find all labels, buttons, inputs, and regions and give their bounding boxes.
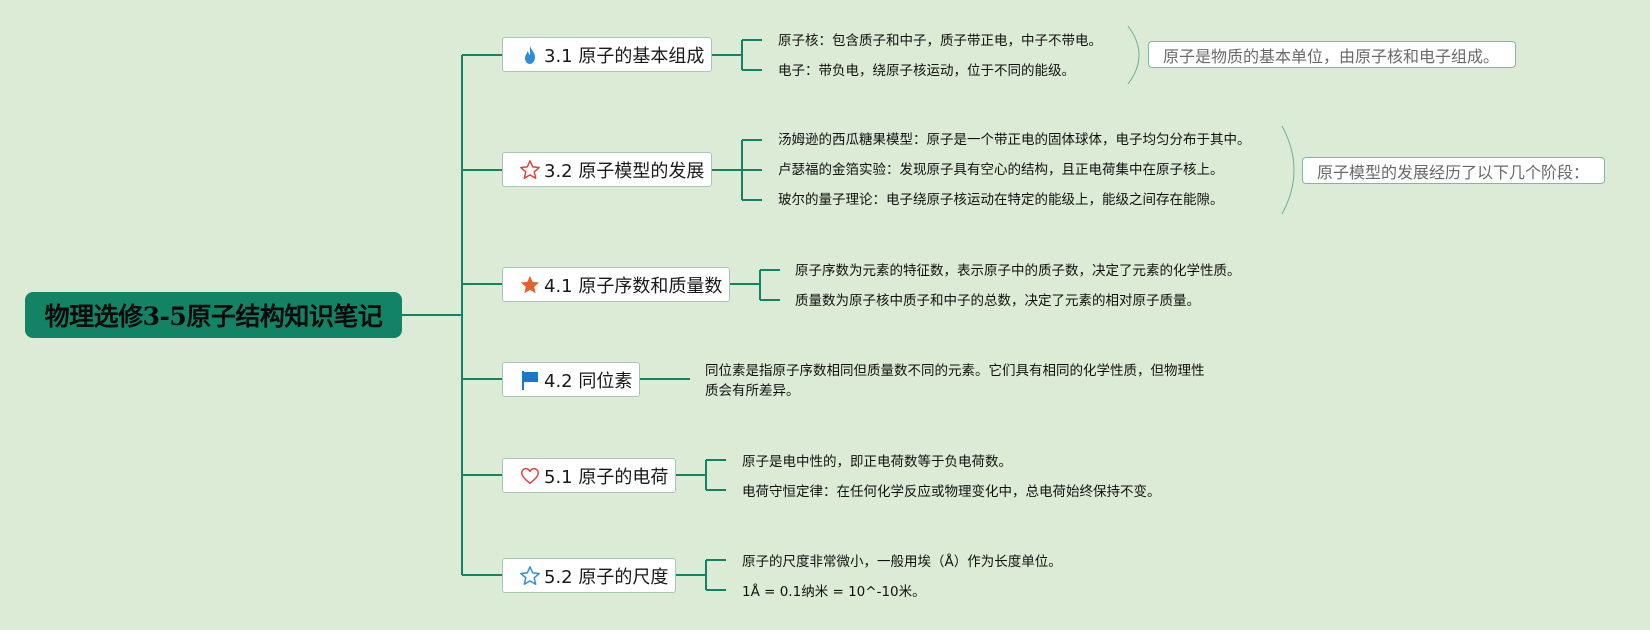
star-filled-icon	[519, 274, 541, 296]
detail-text[interactable]: 电子：带负电，绕原子核运动，位于不同的能级。	[778, 63, 1075, 79]
central-topic[interactable]: 物理选修3-5原子结构知识笔记	[25, 292, 402, 338]
topic-label: 3.2 原子模型的发展	[544, 160, 705, 182]
summary-brace-1	[1127, 25, 1140, 85]
detail-lines-2	[712, 139, 762, 201]
detail-text[interactable]: 原子是电中性的，即正电荷数等于负电荷数。	[742, 454, 1012, 470]
topic-label: 4.1 原子序数和质量数	[544, 275, 723, 297]
detail-text[interactable]: 汤姆逊的西瓜糖果模型：原子是一个带正电的固体球体，电子均匀分布于其中。	[778, 132, 1251, 148]
topic-4-1[interactable]: 4.1 原子序数和质量数	[502, 267, 730, 302]
detail-text[interactable]: 原子核：包含质子和中子，质子带正电，中子不带电。	[778, 33, 1102, 49]
topic-5-2[interactable]: 5.2 原子的尺度	[502, 558, 676, 593]
detail-lines-1	[712, 39, 762, 71]
topic-3-1[interactable]: 3.1 原子的基本组成	[502, 37, 712, 72]
detail-lines-6	[676, 559, 726, 591]
detail-text[interactable]: 质量数为原子核中质子和中子的总数，决定了元素的相对原子质量。	[795, 293, 1200, 309]
summary-box[interactable]: 原子是物质的基本单位，由原子核和电子组成。	[1148, 41, 1516, 68]
detail-text[interactable]: 卢瑟福的金箔实验：发现原子具有空心的结构，且正电荷集中在原子核上。	[778, 162, 1224, 178]
fire-icon	[519, 44, 541, 66]
topic-label: 5.1 原子的电荷	[544, 466, 669, 488]
detail-lines-5	[676, 459, 726, 491]
detail-text[interactable]: 同位素是指原子序数相同但质量数不同的元素。它们具有相同的化学性质，但物理性质会有…	[705, 363, 1205, 399]
topic-3-2[interactable]: 3.2 原子模型的发展	[502, 152, 712, 187]
star-outline-icon	[519, 565, 541, 587]
summary-brace-2	[1281, 125, 1295, 215]
topic-5-1[interactable]: 5.1 原子的电荷	[502, 458, 676, 493]
topic-4-2[interactable]: 4.2 同位素	[502, 362, 640, 397]
detail-text[interactable]: 原子序数为元素的特征数，表示原子中的质子数，决定了元素的化学性质。	[795, 263, 1241, 279]
topic-label: 3.1 原子的基本组成	[544, 45, 705, 67]
star-outline-icon	[519, 159, 541, 181]
detail-text[interactable]: 原子的尺度非常微小，一般用埃（Å）作为长度单位。	[742, 554, 1062, 570]
detail-text[interactable]: 1Å = 0.1纳米 = 10^-10米。	[742, 584, 926, 600]
summary-box[interactable]: 原子模型的发展经历了以下几个阶段：	[1302, 157, 1605, 184]
detail-text[interactable]: 玻尔的量子理论：电子绕原子核运动在特定的能级上，能级之间存在能隙。	[778, 192, 1224, 208]
topic-label: 5.2 原子的尺度	[544, 566, 669, 588]
flag-icon	[519, 369, 541, 391]
topic-label: 4.2 同位素	[544, 370, 633, 392]
heart-outline-icon	[519, 465, 541, 487]
detail-text[interactable]: 电荷守恒定律：在任何化学反应或物理变化中，总电荷始终保持不变。	[742, 484, 1161, 500]
detail-lines-3	[730, 269, 780, 301]
